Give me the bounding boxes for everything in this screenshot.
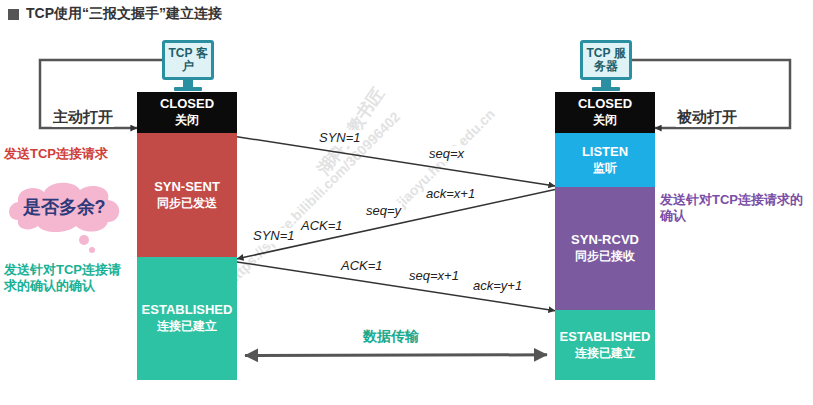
- node-subtitle: 同步已接收: [575, 249, 635, 265]
- message-arrow: [237, 262, 555, 311]
- state-box: ESTABLISHED连接已建立: [555, 310, 655, 380]
- state-box: SYN-RCVD同步已接收: [555, 187, 655, 310]
- edge-label: 主动打开: [52, 108, 114, 127]
- edge-label: 被动打开: [676, 108, 738, 127]
- edge-label: ACK=1: [300, 218, 344, 234]
- title-bullet: [8, 9, 19, 20]
- edge-label: ACK=1: [340, 258, 384, 274]
- node-subtitle: 连接已建立: [575, 346, 635, 362]
- state-box: ESTABLISHED连接已建立: [137, 257, 237, 380]
- node-title: LISTEN: [582, 144, 628, 161]
- state-box: CLOSED关闭: [555, 92, 655, 133]
- message-arrow: [245, 353, 547, 357]
- node-title: CLOSED: [160, 96, 214, 113]
- client-icon: TCP 客户: [162, 40, 214, 80]
- field-label: seq=y: [365, 203, 402, 219]
- node-subtitle: 关闭: [175, 113, 199, 129]
- state-box: CLOSED关闭: [137, 92, 237, 133]
- node-subtitle: 监听: [593, 161, 617, 177]
- field-label: SYN=1: [252, 228, 296, 244]
- node-title: ESTABLISHED: [142, 302, 233, 319]
- diagram-title: TCP使用“三报文握手”建立连接: [26, 5, 222, 23]
- server-icon: TCP 服务器: [580, 40, 632, 80]
- message-arrow: [237, 189, 555, 258]
- node-title: SYN-SENT: [154, 179, 220, 196]
- side-note: 发送针对TCP连接请求的确认的确认: [4, 262, 132, 295]
- thought-bubbles: [79, 235, 95, 253]
- edge-label: SYN=1: [318, 130, 362, 146]
- node-title: TCP 服务器: [584, 47, 628, 73]
- message-arrow: [237, 137, 555, 186]
- message-arrow: [632, 60, 790, 128]
- field-label: ack=x+1: [425, 186, 476, 202]
- node-title: TCP 客户: [166, 47, 210, 73]
- field-label: ack=y+1: [472, 278, 523, 294]
- state-box: SYN-SENT同步已发送: [137, 133, 237, 257]
- side-note: 发送TCP连接请求: [4, 146, 108, 162]
- field-label: seq=x+1: [408, 268, 460, 284]
- node-title: CLOSED: [578, 96, 632, 113]
- edge-label: 数据传输: [362, 328, 420, 346]
- node-title: ESTABLISHED: [560, 329, 651, 346]
- node-subtitle: 同步已发送: [157, 196, 217, 212]
- node-subtitle: 连接已建立: [157, 319, 217, 335]
- node-subtitle: 关闭: [593, 113, 617, 129]
- side-note: 发送针对TCP连接请求的确认: [660, 192, 810, 225]
- state-box: LISTEN监听: [555, 133, 655, 187]
- thought-cloud: 是否多余?: [4, 180, 124, 234]
- node-title: SYN-RCVD: [571, 232, 639, 249]
- node-title: 是否多余?: [23, 195, 106, 219]
- monitor-stand: [174, 80, 620, 91]
- field-label: seq=x: [428, 146, 465, 162]
